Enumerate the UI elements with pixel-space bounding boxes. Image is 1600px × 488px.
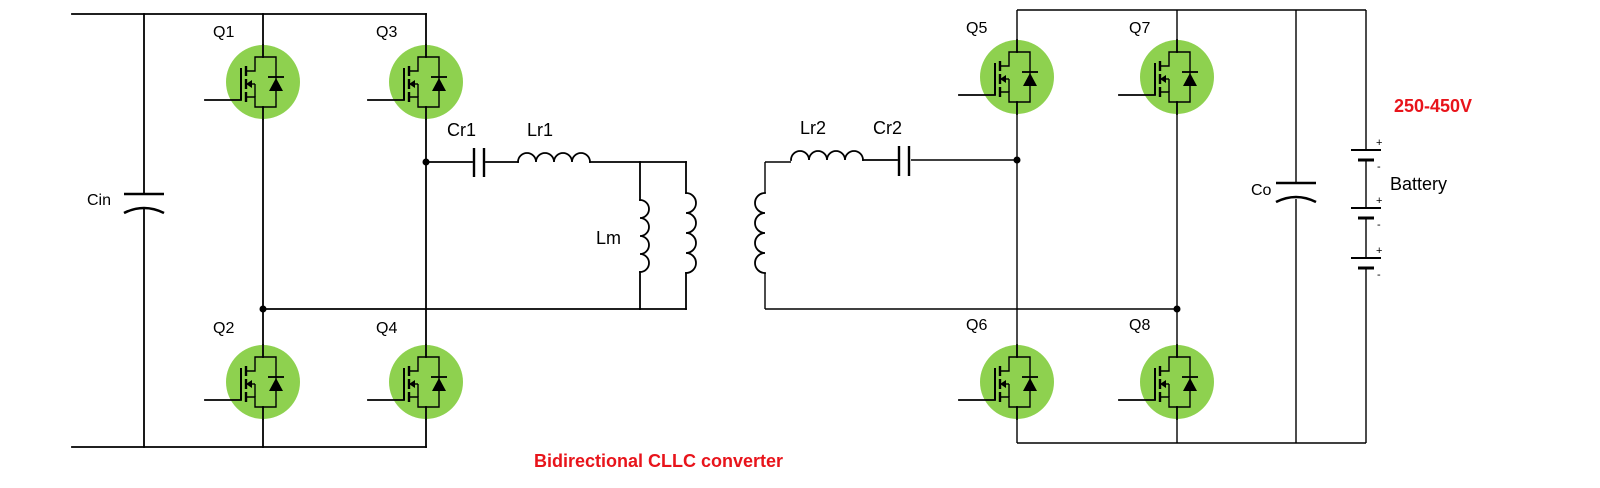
lr2-inductor <box>790 150 864 161</box>
label-lm: Lm <box>596 228 621 248</box>
label-q5: Q5 <box>966 20 987 37</box>
secondary-side: + + + - - - <box>754 9 1382 444</box>
transformer-primary <box>685 192 697 274</box>
label-q8: Q8 <box>1129 317 1150 334</box>
q2-mosfet-icon <box>203 343 302 421</box>
label-battery: Battery <box>1390 174 1447 194</box>
svg-text:+: + <box>1376 137 1382 149</box>
primary-side <box>71 13 697 448</box>
label-q3: Q3 <box>376 24 397 41</box>
transformer-secondary <box>754 192 766 274</box>
lr1-inductor <box>517 152 591 163</box>
battery-icon: + + + - - - <box>1351 137 1382 281</box>
label-cin: Cin <box>87 192 111 209</box>
q3-mosfet-icon <box>366 43 465 121</box>
cin-capacitor <box>123 192 165 215</box>
label-q4: Q4 <box>376 320 397 337</box>
q8-mosfet-icon <box>1117 343 1216 421</box>
q4-mosfet-icon <box>366 343 465 421</box>
label-q1: Q1 <box>213 24 234 41</box>
lm-inductor <box>639 199 650 273</box>
svg-text:-: - <box>1377 269 1381 281</box>
svg-text:-: - <box>1377 219 1381 231</box>
label-q7: Q7 <box>1129 20 1150 37</box>
q1-mosfet-icon <box>203 43 302 121</box>
voltage-label: 250-450V <box>1394 96 1472 116</box>
cr2-capacitor <box>897 146 911 176</box>
svg-text:-: - <box>1377 161 1381 173</box>
svg-text:+: + <box>1376 245 1382 257</box>
label-lr2: Lr2 <box>800 118 826 138</box>
label-q2: Q2 <box>213 320 234 337</box>
diagram-caption: Bidirectional CLLC converter <box>534 451 783 471</box>
cr1-capacitor <box>472 148 486 177</box>
label-co: Co <box>1251 182 1272 199</box>
label-q6: Q6 <box>966 317 987 334</box>
q7-mosfet-icon <box>1117 38 1216 116</box>
co-capacitor <box>1275 181 1317 204</box>
q5-mosfet-icon <box>957 38 1056 116</box>
label-lr1: Lr1 <box>527 120 553 140</box>
label-cr2: Cr2 <box>873 118 902 138</box>
label-cr1: Cr1 <box>447 120 476 140</box>
q6-mosfet-icon <box>957 343 1056 421</box>
svg-text:+: + <box>1376 195 1382 207</box>
